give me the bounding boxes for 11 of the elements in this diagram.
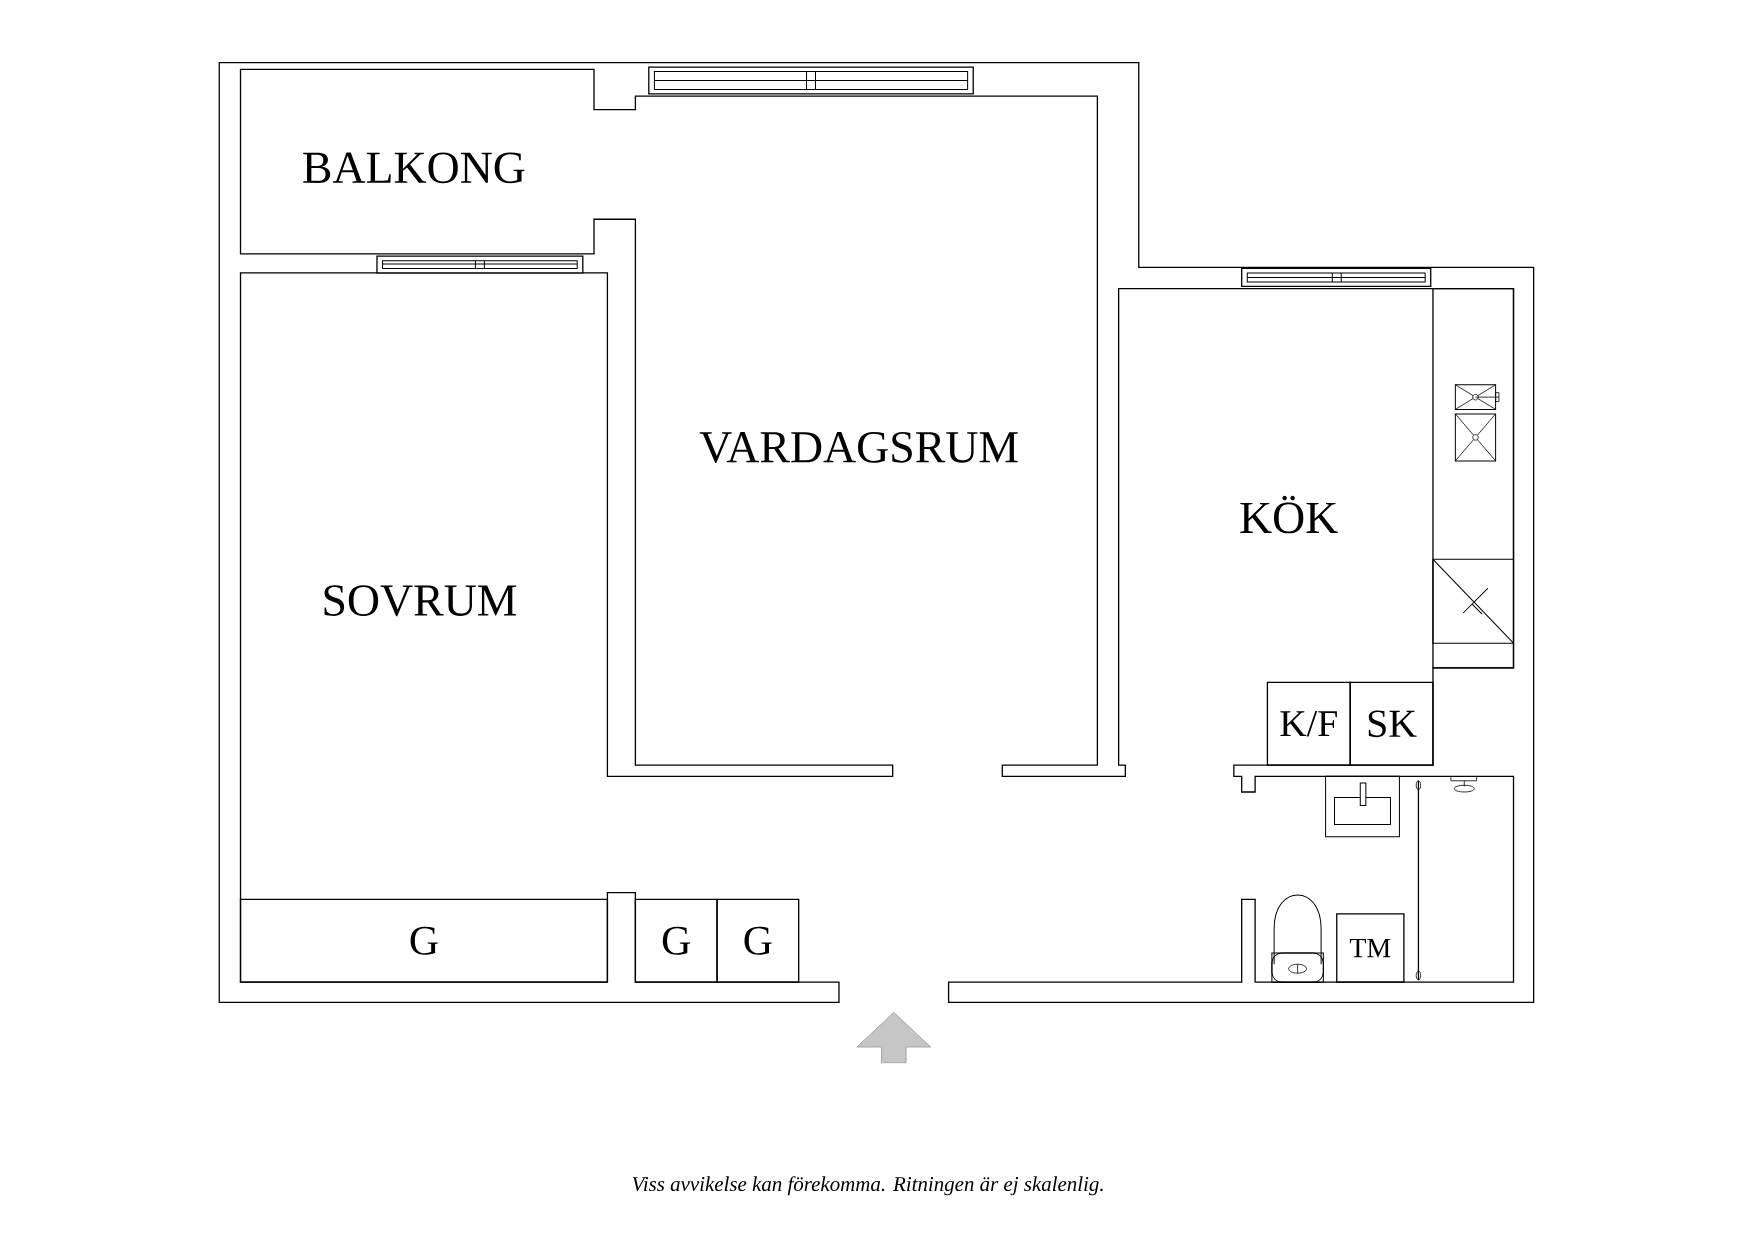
room: BALKONG (303, 152, 525, 184)
room: SOVRUM (324, 585, 517, 617)
room: KÖK (1240, 496, 1338, 534)
cabinet-box: G (716, 898, 800, 984)
cabinet-box: G (239, 898, 609, 984)
cabinet-box: G (634, 898, 718, 984)
cabinet-box: K/F (1266, 681, 1351, 766)
room: VARDAGSRUM (699, 432, 1018, 464)
caption: Viss avvikelse kan förekomma. Ritningen är ej skalenlig. (632, 1176, 1103, 1196)
cabinet-box: SK (1349, 681, 1434, 766)
cabinet-box: TM (1336, 913, 1405, 984)
